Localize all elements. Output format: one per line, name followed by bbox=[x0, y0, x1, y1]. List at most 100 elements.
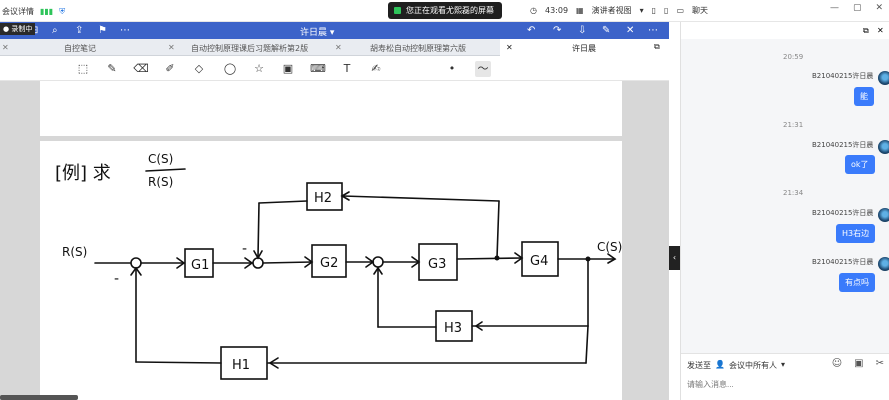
tab-close-icon[interactable]: ✕ bbox=[168, 43, 175, 52]
window-controls: — ▢ ✕ bbox=[830, 3, 883, 13]
overflow-menu-icon[interactable]: ⋯ bbox=[648, 25, 658, 36]
edit-icon[interactable]: ✎ bbox=[602, 25, 611, 36]
keyboard-icon[interactable]: ⌨ bbox=[310, 62, 326, 75]
image-icon[interactable]: ▣ bbox=[854, 358, 864, 369]
block-g4-label: G4 bbox=[530, 254, 548, 269]
ratio-numerator: C(S) bbox=[148, 152, 173, 166]
collapse-panel-button[interactable]: ‹ bbox=[669, 246, 680, 270]
send-to-label: 发送至 bbox=[687, 361, 711, 370]
block-g3-label: G3 bbox=[428, 257, 446, 272]
shapes-icon[interactable]: ◇ bbox=[194, 62, 204, 75]
share-icon[interactable]: ⇪ bbox=[75, 25, 84, 36]
avatar bbox=[878, 140, 889, 154]
tab-close-icon[interactable]: ✕ bbox=[506, 43, 513, 52]
tab-close-icon[interactable]: ✕ bbox=[335, 43, 342, 52]
pen-dot-size-icon[interactable]: • bbox=[448, 62, 456, 75]
toolbar-background bbox=[0, 22, 669, 39]
chat-close-icon[interactable]: ✕ bbox=[877, 26, 884, 35]
image-icon[interactable]: ▣ bbox=[282, 62, 294, 75]
shield-icon: ⛨ bbox=[59, 6, 66, 16]
block-g2-label: G2 bbox=[320, 256, 338, 271]
send-to-target[interactable]: 会议中所有人 bbox=[728, 361, 777, 370]
block-h2-label: H2 bbox=[314, 191, 332, 206]
share-banner: 您正在观看尤熙磊的屏幕 bbox=[388, 2, 502, 19]
message-sender: B21040215许日晨 bbox=[812, 258, 874, 266]
export-icon[interactable]: ⇩ bbox=[578, 25, 587, 36]
chat-message-bubble: 有点吗 bbox=[839, 273, 875, 292]
note-canvas[interactable]: [例] 求 C(S) R(S) R(S) C(S) - - G1 G2 G3 G… bbox=[0, 81, 669, 400]
people-icon: 👤 bbox=[715, 360, 725, 369]
magic-pen-icon[interactable]: ✍ bbox=[371, 62, 381, 75]
undo-icon[interactable]: ↶ bbox=[527, 25, 536, 36]
block-h1-label: H1 bbox=[232, 358, 250, 373]
lasso-select-icon[interactable]: ◯ bbox=[223, 62, 237, 75]
chat-message-bubble: H3右边 bbox=[836, 224, 876, 243]
note-title[interactable]: 许日晨 ▾ bbox=[300, 28, 335, 38]
lasso-image-icon[interactable]: ⬚ bbox=[77, 62, 89, 75]
tab-solutions-book[interactable]: 自动控制原理课后习题解析第2版 bbox=[191, 44, 309, 53]
message-sender: B21040215许日晨 bbox=[812, 209, 874, 217]
example-heading: [例] 求 bbox=[55, 163, 111, 184]
tab-textbook[interactable]: 胡寿松自动控制原理第六版 bbox=[370, 44, 466, 53]
message-timestamp: 21:34 bbox=[783, 189, 804, 197]
send-to-selector[interactable]: 发送至 👤 会议中所有人 ▾ bbox=[687, 360, 785, 371]
meeting-timer: 43:09 bbox=[544, 6, 569, 15]
emoji-icon[interactable]: ☺ bbox=[831, 358, 843, 369]
highlighter-icon[interactable]: ✐ bbox=[165, 62, 175, 75]
message-timestamp: 20:59 bbox=[783, 53, 804, 61]
tab-close-icon[interactable]: ✕ bbox=[2, 43, 9, 52]
avatar bbox=[878, 208, 889, 222]
view-mode-dropdown[interactable]: 演讲者视图 bbox=[591, 6, 632, 15]
composer-tools: ☺ ▣ ✂ bbox=[832, 358, 884, 369]
meeting-top-bar: 会议详情 ▮▮▮ ⛨ 您正在观看尤熙磊的屏幕 ◷ 43:09 ▦ 演讲者视图 ▾… bbox=[0, 0, 889, 22]
redo-icon[interactable]: ↷ bbox=[553, 25, 562, 36]
ratio-denominator: R(S) bbox=[148, 175, 173, 189]
maximize-icon[interactable]: ▢ bbox=[852, 3, 862, 13]
chat-input[interactable] bbox=[687, 380, 867, 389]
screenshot-icon[interactable]: ✂ bbox=[875, 358, 884, 369]
view-mode-icon: ▦ bbox=[576, 6, 584, 15]
stroke-style-icon[interactable]: 〜 bbox=[475, 61, 491, 77]
message-sender: B21040215许日晨 bbox=[812, 72, 874, 80]
clock-icon: ◷ bbox=[530, 6, 537, 15]
minimize-icon[interactable]: — bbox=[829, 3, 839, 13]
bookmark-icon[interactable]: ⚑ bbox=[98, 25, 107, 36]
close-icon[interactable]: ✕ bbox=[875, 3, 883, 13]
chat-message-bubble: ok了 bbox=[845, 155, 875, 174]
split-icon[interactable]: ▯ bbox=[651, 6, 657, 15]
note-app-toolbar: ⊞ ⌕ ⇪ ⚑ ⋯ 许日晨 ▾ ↶ ↷ ⇩ ✎ ✕ ⋯ bbox=[0, 22, 669, 39]
block-diagram-drawing: [例] 求 C(S) R(S) R(S) C(S) - - G1 G2 G3 G… bbox=[55, 152, 622, 380]
share-banner-text: 您正在观看尤熙磊的屏幕 bbox=[406, 6, 494, 15]
block-h3-label: H3 bbox=[444, 321, 462, 336]
chat-tab-label[interactable]: 聊天 bbox=[692, 6, 708, 15]
eraser-icon[interactable]: ⌫ bbox=[133, 62, 149, 75]
screen-share-icon bbox=[394, 7, 401, 14]
chat-composer: 发送至 👤 会议中所有人 ▾ ☺ ▣ ✂ bbox=[681, 353, 889, 400]
horizontal-scrollbar[interactable] bbox=[0, 395, 78, 400]
close-note-icon[interactable]: ✕ bbox=[626, 25, 635, 36]
popout-icon[interactable]: ⧉ bbox=[863, 26, 869, 35]
sticker-icon[interactable]: ☆ bbox=[254, 62, 264, 75]
tab-current-note[interactable]: ✕ 许日晨 ⧉ bbox=[500, 39, 669, 56]
avatar bbox=[878, 257, 889, 271]
note-page-previous[interactable] bbox=[40, 81, 622, 136]
message-sender: B21040215许日晨 bbox=[812, 141, 874, 149]
recording-badge: ● 录制中 bbox=[0, 23, 36, 35]
meeting-info[interactable]: 会议详情 ▮▮▮ ⛨ bbox=[2, 6, 65, 17]
chevron-down-icon[interactable]: ▾ bbox=[780, 360, 785, 369]
output-label: C(S) bbox=[597, 240, 622, 254]
signal-icon: ▮▮▮ bbox=[40, 7, 54, 16]
tab-auto-control-notes[interactable]: 自控笔记 bbox=[64, 44, 96, 53]
tab-expand-icon[interactable]: ⧉ bbox=[654, 42, 660, 51]
note-page-current[interactable]: [例] 求 C(S) R(S) R(S) C(S) - - G1 G2 G3 G… bbox=[40, 141, 622, 400]
search-icon[interactable]: ⌕ bbox=[52, 25, 58, 36]
chevron-down-icon[interactable]: ▾ bbox=[639, 6, 644, 15]
tab-bar: ✕ 自控笔记 ✕ 自动控制原理课后习题解析第2版 ✕ 胡寿松自动控制原理第六版 … bbox=[0, 39, 669, 56]
text-icon[interactable]: T bbox=[343, 62, 351, 75]
chat-bubble-icon[interactable]: ▭ bbox=[676, 6, 684, 15]
pen-icon[interactable]: ✎ bbox=[107, 62, 117, 75]
chat-message-bubble: 能 bbox=[854, 87, 874, 106]
phone-icon[interactable]: ▯ bbox=[664, 6, 669, 15]
more-icon[interactable]: ⋯ bbox=[120, 25, 130, 36]
meeting-details-label[interactable]: 会议详情 bbox=[2, 7, 34, 16]
